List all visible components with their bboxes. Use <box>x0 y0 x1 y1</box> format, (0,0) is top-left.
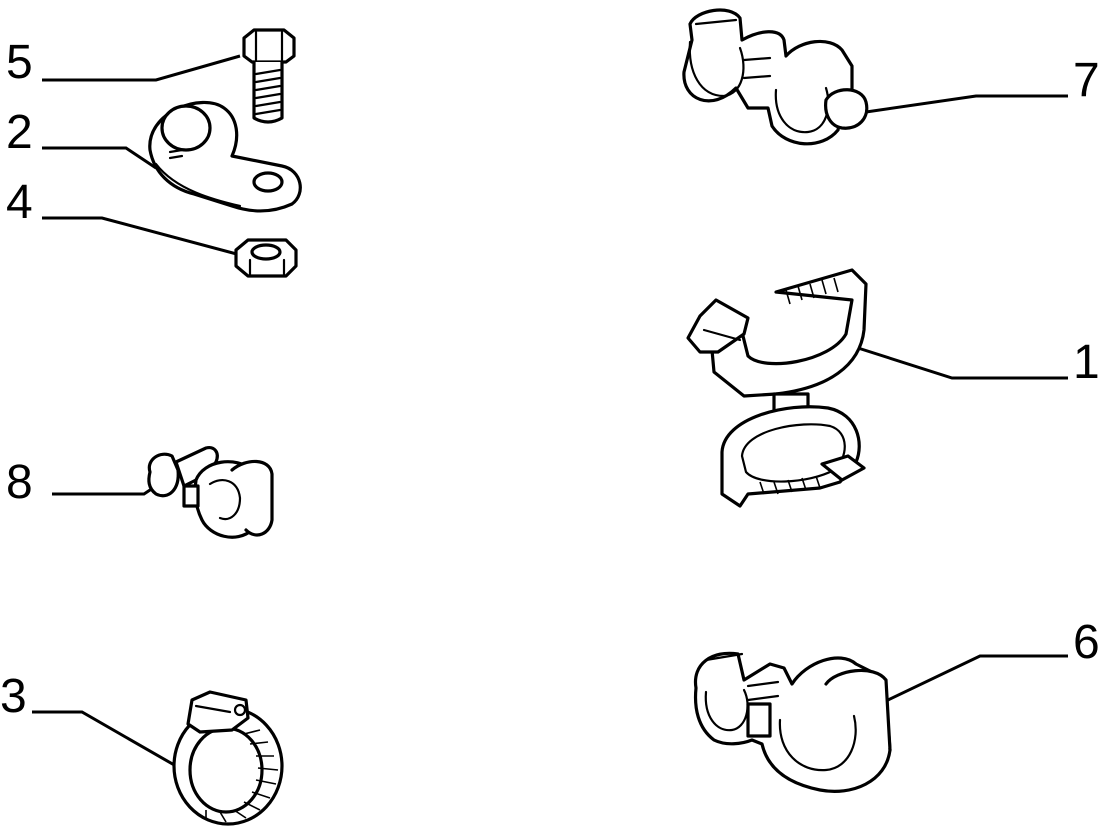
leader-line-1 <box>857 346 1068 380</box>
double-strap-clip-part <box>686 268 868 508</box>
callout-6: 6 <box>1073 616 1100 669</box>
p-clip-part <box>148 100 302 213</box>
large-double-clip-part <box>693 651 892 793</box>
bolt-part <box>242 28 296 124</box>
callout-3: 3 <box>0 670 27 723</box>
callout-2: 2 <box>6 106 33 159</box>
leader-line-7 <box>865 94 1068 114</box>
callout-7: 7 <box>1073 54 1100 107</box>
leader-line-2 <box>42 146 157 170</box>
hose-clamp-part <box>172 690 284 826</box>
nut-part <box>234 238 298 278</box>
triple-clip-part <box>682 8 869 146</box>
leader-line-6 <box>887 654 1068 702</box>
leader-line-8 <box>52 484 157 496</box>
leader-line-5 <box>42 54 241 82</box>
leader-line-3 <box>32 710 177 768</box>
callout-1: 1 <box>1073 336 1100 389</box>
leader-line-4 <box>42 216 245 258</box>
callout-8: 8 <box>6 456 33 509</box>
small-double-clip-part <box>147 446 274 539</box>
callout-4: 4 <box>6 176 33 229</box>
callout-5: 5 <box>6 36 33 89</box>
